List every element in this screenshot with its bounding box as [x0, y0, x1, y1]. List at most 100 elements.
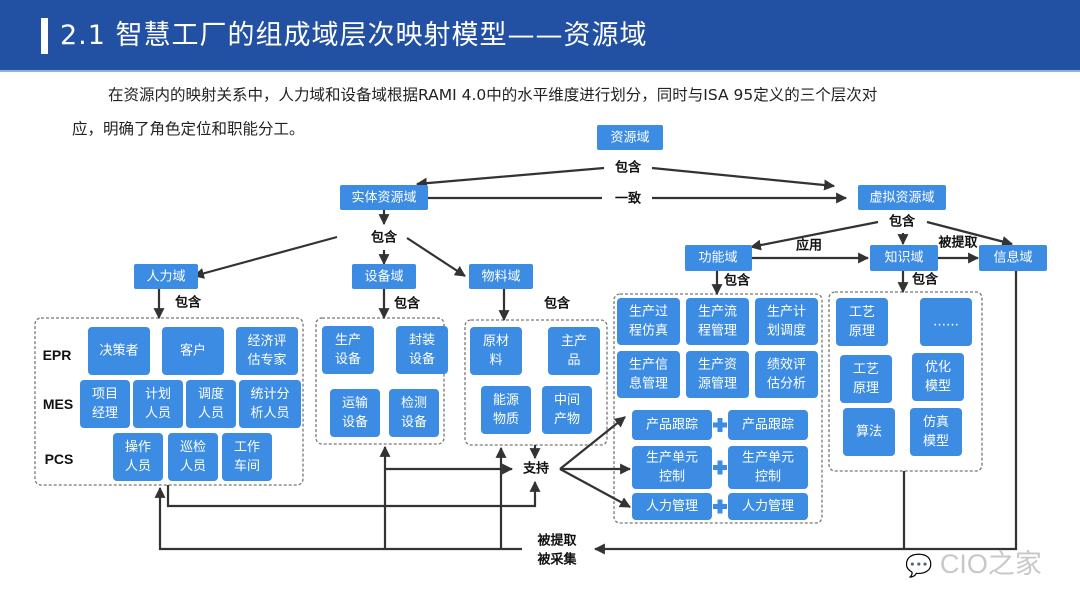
item-label: 控制	[755, 470, 781, 485]
item-label: 设备	[335, 351, 361, 367]
item-label: 原理	[849, 324, 875, 339]
function-pair-left[interactable]: 人力管理	[632, 493, 712, 520]
title-accent-bar	[41, 18, 48, 54]
node-equipment-domain[interactable]: 设备域	[352, 264, 416, 289]
level-label-mes: MES	[43, 396, 73, 412]
item-label: 原理	[853, 381, 879, 396]
item-label: 统计分	[250, 387, 289, 402]
item-label: 人员	[145, 406, 171, 421]
item-label: 决策者	[99, 343, 138, 359]
connectors	[153, 166, 1018, 555]
label-contains-physical: 包含	[371, 230, 398, 246]
item-label: 设备	[401, 414, 427, 430]
item-label: 人力管理	[742, 499, 794, 514]
item-label: 封装	[409, 333, 435, 348]
item-label: 生产单元	[646, 451, 698, 466]
item-label: 生产流	[698, 305, 737, 320]
function-pair-right[interactable]: 产品跟踪	[728, 410, 808, 440]
svg-text:资源域: 资源域	[610, 131, 649, 146]
item-label: 产品跟踪	[646, 418, 698, 433]
item-label: 优化	[925, 360, 951, 375]
item-label: 息管理	[629, 376, 668, 392]
item-label: 绩效评	[767, 358, 806, 373]
arrow-support-product	[559, 416, 626, 470]
item-label: 工艺	[849, 305, 875, 320]
material-item[interactable]: 原材料	[470, 327, 522, 375]
human-item-epr[interactable]: 决策者	[88, 327, 150, 375]
intro-paragraph-line-1: 在资源内的映射关系中，人力域和设备域根据RAMI 4.0中的水平维度进行划分，同…	[108, 86, 878, 104]
human-item-epr[interactable]: 客户	[162, 327, 224, 375]
item-label: 运输	[342, 395, 368, 411]
item-label: 项目	[92, 387, 118, 402]
node-resource-domain[interactable]: 资源域	[597, 125, 663, 150]
node-knowledge-domain[interactable]: 知识域	[870, 245, 938, 271]
node-physical-resource-domain[interactable]: 实体资源域	[340, 185, 428, 210]
label-consistent: 一致	[615, 191, 642, 207]
arrow-support-human	[559, 468, 631, 508]
item-label: 产物	[554, 412, 580, 427]
function-pair-left[interactable]: 产品跟踪	[632, 410, 712, 440]
item-label: 产品跟踪	[742, 418, 794, 433]
label-apply: 应用	[796, 238, 822, 254]
node-function-domain[interactable]: 功能域	[685, 245, 752, 271]
node-virtual-resource-domain[interactable]: 虚拟资源域	[858, 185, 946, 210]
label-contains-human: 包含	[175, 295, 202, 311]
item-label: 人力管理	[646, 499, 698, 514]
node-human-domain[interactable]: 人力域	[134, 264, 198, 289]
plus-icon	[713, 418, 727, 432]
item-label: 算法	[856, 425, 882, 440]
item-label: 控制	[659, 470, 685, 485]
item-label: 划调度	[767, 323, 806, 339]
label-collected: 被采集	[536, 552, 577, 568]
arrow-to-human	[192, 235, 338, 279]
item-label: 程管理	[698, 324, 737, 339]
material-item[interactable]: 主产品	[548, 327, 600, 375]
item-label: 巡检	[180, 440, 206, 455]
item-label: 人员	[180, 459, 206, 474]
item-label: 经理	[92, 406, 118, 421]
label-contains-equipment: 包含	[394, 296, 421, 312]
node-material-domain[interactable]: 物料域	[469, 264, 533, 289]
item-label: 工艺	[853, 362, 879, 377]
function-pair-right[interactable]: 人力管理	[728, 493, 808, 520]
label-contains-top: 包含	[615, 160, 642, 176]
item-label: 检测	[401, 396, 427, 411]
svg-text:设备域: 设备域	[364, 269, 403, 285]
arrow-contains-physical	[415, 166, 605, 189]
item-label: 生产资	[698, 358, 737, 373]
item-label: 经济评	[247, 334, 286, 349]
wechat-icon: 💬	[905, 553, 933, 578]
knowledge-item[interactable]: ……	[920, 298, 972, 346]
node-information-domain[interactable]: 信息域	[979, 245, 1047, 271]
knowledge-item[interactable]: 算法	[843, 408, 895, 456]
svg-text:功能域: 功能域	[698, 251, 737, 266]
level-label-epr: EPR	[43, 347, 72, 363]
domain-item-boxes: 决策者客户经济评估专家项目经理计划人员调度人员统计分析人员操作人员巡检人员工作车…	[80, 298, 972, 520]
